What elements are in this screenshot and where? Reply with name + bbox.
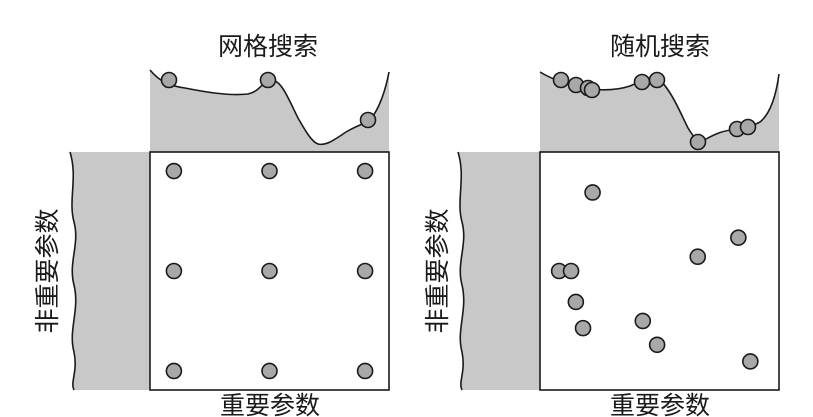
grid-sample-point <box>165 362 183 380</box>
random-sample-point <box>634 312 652 330</box>
random-y-axis-label: 非重要参数 <box>423 208 452 333</box>
grid-y-axis-label: 非重要参数 <box>33 208 62 333</box>
random-sample-point <box>562 262 580 280</box>
grid-marginal-point <box>160 71 178 89</box>
grid-sample-point <box>356 362 374 380</box>
random-sample-point <box>730 229 747 246</box>
random-unimportant-marginal <box>458 152 540 390</box>
random-search-title: 随机搜索 <box>610 32 710 61</box>
random-sample-point <box>567 293 585 311</box>
grid-search-title: 网格搜索 <box>218 32 318 61</box>
random-marginal-point <box>739 118 757 136</box>
grid-sample-point <box>165 262 183 280</box>
random-sample-point <box>574 319 592 337</box>
grid-sample-point <box>165 162 183 180</box>
random-unimportant-curve <box>457 151 465 391</box>
random-search-points <box>550 184 759 370</box>
random-sample-point <box>689 248 707 266</box>
random-sample-point <box>648 336 666 354</box>
random-marginal-point <box>648 71 666 89</box>
grid-unimportant-curve <box>69 151 77 391</box>
grid-search-panel: 网格搜索 重要参数 非重要参数 <box>33 32 390 417</box>
grid-sample-point <box>261 362 278 380</box>
grid-x-axis-label: 重要参数 <box>220 391 320 417</box>
grid-sample-point <box>356 162 374 180</box>
random-marginal-point <box>689 133 707 151</box>
grid-search-points <box>165 162 374 380</box>
random-marginal-point <box>552 71 570 89</box>
random-sample-point <box>742 353 759 370</box>
random-sample-point <box>584 184 601 201</box>
grid-sample-point <box>261 262 278 280</box>
random-search-panel: 随机搜索 重要参数 非重要参数 <box>423 32 780 417</box>
random-marginal-point <box>633 73 651 91</box>
random-x-axis-label: 重要参数 <box>610 391 710 417</box>
grid-sample-point <box>356 262 374 280</box>
grid-marginal-point <box>359 111 377 129</box>
random-marginal-point <box>583 81 601 99</box>
grid-sample-point <box>261 162 278 180</box>
grid-important-marginal <box>150 70 389 152</box>
grid-unimportant-marginal <box>70 152 150 390</box>
grid-marginal-point <box>259 71 277 89</box>
